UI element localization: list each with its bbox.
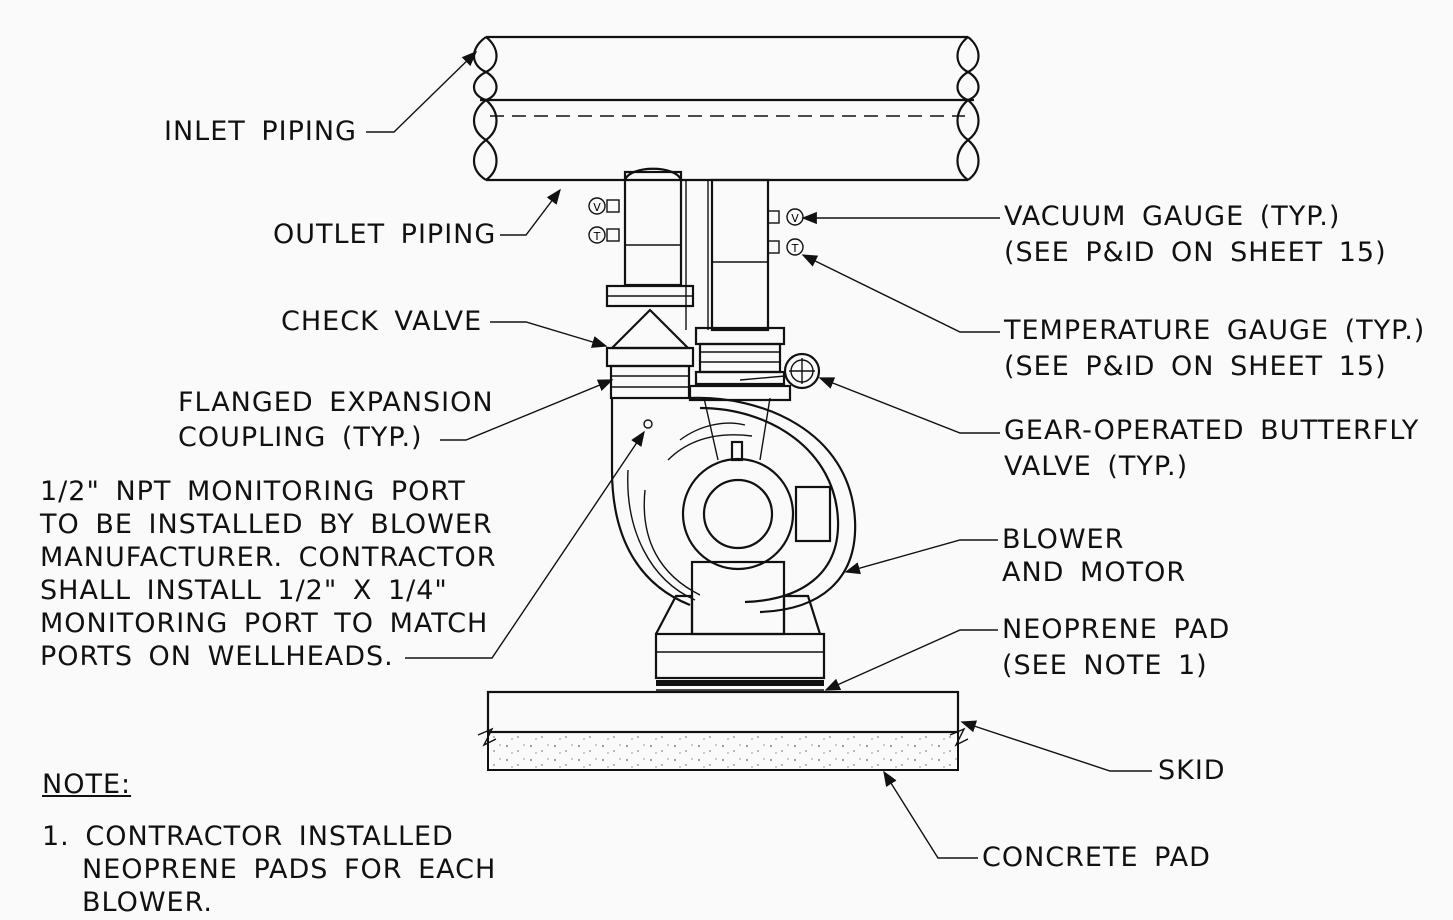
label-monitoring-port-line4: SHALL INSTALL 1/2" X 1/4" — [40, 575, 448, 606]
note-title: NOTE: — [42, 769, 132, 800]
label-monitoring-port-line5: MONITORING PORT TO MATCH — [40, 608, 489, 639]
label-check-valve: CHECK VALVE — [281, 306, 483, 337]
gauges-right: V T — [767, 208, 804, 256]
label-expansion-coupling-line1: FLANGED EXPANSION — [178, 387, 494, 418]
label-monitoring-port-line1: 1/2" NPT MONITORING PORT — [40, 476, 466, 507]
label-vacuum-gauge-line2: (SEE P&ID ON SHEET 15) — [1004, 237, 1387, 268]
label-monitoring-port-line2: TO BE INSTALLED BY BLOWER — [40, 509, 493, 540]
label-temperature-gauge-line1: TEMPERATURE GAUGE (TYP.) — [1004, 315, 1426, 346]
header-pipes — [472, 35, 980, 182]
label-monitoring-port-line6: PORTS ON WELLHEADS. — [40, 641, 394, 672]
skid-and-concrete-pad — [477, 690, 969, 771]
check-valve — [605, 284, 695, 400]
label-concrete-pad: CONCRETE PAD — [982, 842, 1211, 873]
leader-lines — [366, 50, 1152, 859]
blower-and-motor — [610, 396, 857, 680]
label-butterfly-valve-line1: GEAR-OPERATED BUTTERFLY — [1004, 415, 1420, 446]
label-neoprene-pad-line2: (SEE NOTE 1) — [1002, 650, 1208, 681]
label-skid: SKID — [1158, 755, 1226, 786]
label-neoprene-pad-line1: NEOPRENE PAD — [1002, 614, 1231, 645]
note-line1: 1. CONTRACTOR INSTALLED — [42, 821, 454, 852]
label-butterfly-valve-line2: VALVE (TYP.) — [1004, 451, 1189, 482]
label-inlet-piping: INLET PIPING — [164, 116, 357, 147]
label-expansion-coupling-line2: COUPLING (TYP.) — [178, 422, 423, 453]
expansion-coupling-right — [688, 326, 792, 402]
label-blower-motor-line1: BLOWER — [1002, 524, 1125, 555]
label-monitoring-port-line3: MANUFACTURER. CONTRACTOR — [40, 542, 497, 573]
temperature-symbol-left: T — [593, 230, 601, 243]
vacuum-symbol-left: V — [593, 201, 601, 214]
vacuum-symbol-right: V — [791, 212, 799, 225]
note-line3: BLOWER. — [82, 887, 213, 918]
label-temperature-gauge-line2: (SEE P&ID ON SHEET 15) — [1004, 351, 1387, 382]
label-outlet-piping: OUTLET PIPING — [273, 219, 497, 250]
temperature-symbol-right: T — [791, 242, 799, 255]
blower-assembly-drawing: V T V T — [366, 35, 1152, 859]
note-line2: NEOPRENE PADS FOR EACH — [82, 854, 497, 885]
label-vacuum-gauge-line1: VACUUM GAUGE (TYP.) — [1004, 201, 1341, 232]
gauges-left: V T — [588, 197, 620, 244]
butterfly-valve-gear — [739, 352, 821, 390]
label-blower-motor-line2: AND MOTOR — [1002, 557, 1187, 588]
neoprene-pad — [656, 680, 824, 686]
